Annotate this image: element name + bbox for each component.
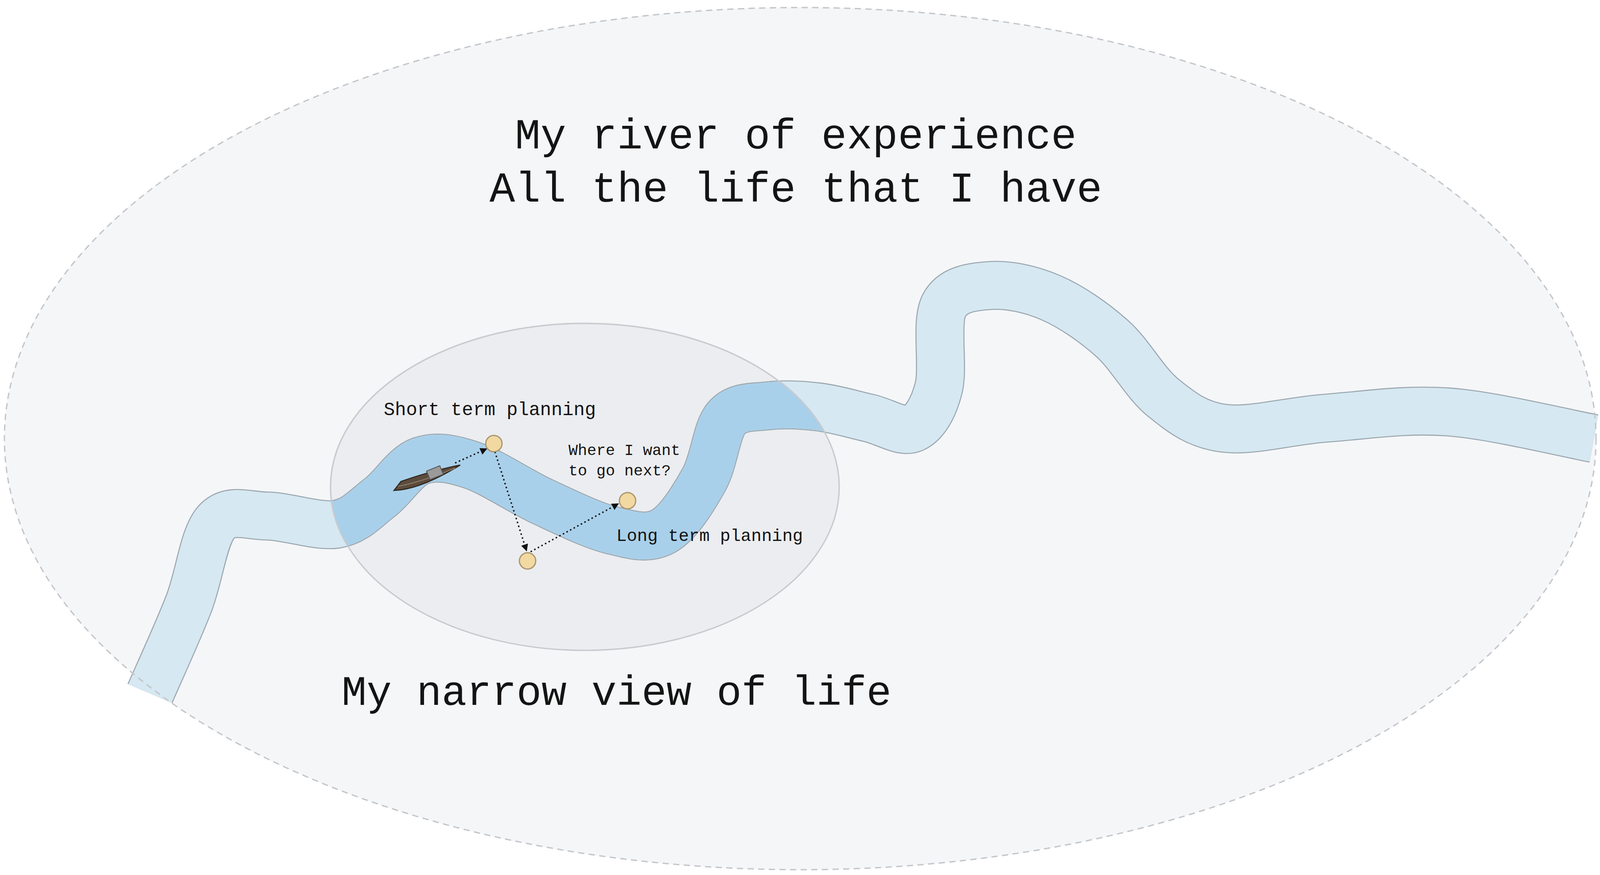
waypoint-dot (519, 552, 536, 570)
diagram-heading: My river of experience All the life that… (485, 110, 1106, 218)
note-label: Where I want to go next? (568, 440, 697, 482)
ellipse-outline (329, 322, 841, 652)
outer-ellipse-fill (3, 7, 1597, 870)
dotted-arrow (455, 448, 487, 464)
note-label: Long term planning (616, 525, 900, 548)
view-ellipse: My narrow view of life (329, 322, 841, 652)
waypoint-dot (619, 492, 636, 510)
note-label: Short term planning (383, 398, 694, 422)
ellipse-heading: My narrow view of life (341, 669, 918, 719)
river-body (150, 285, 1595, 694)
boat (393, 465, 461, 491)
inner-ellipse-fill (329, 322, 840, 651)
ellipse-border (4, 7, 1597, 870)
life-ellipse: My river of experience All the life that… (3, 6, 1597, 871)
river-highlight (150, 285, 1595, 694)
dotted-arrow (530, 503, 619, 552)
river-edge (150, 285, 1595, 694)
dotted-arrow (494, 451, 527, 551)
waypoint-dot (485, 435, 503, 452)
ellipse-border (330, 323, 840, 651)
